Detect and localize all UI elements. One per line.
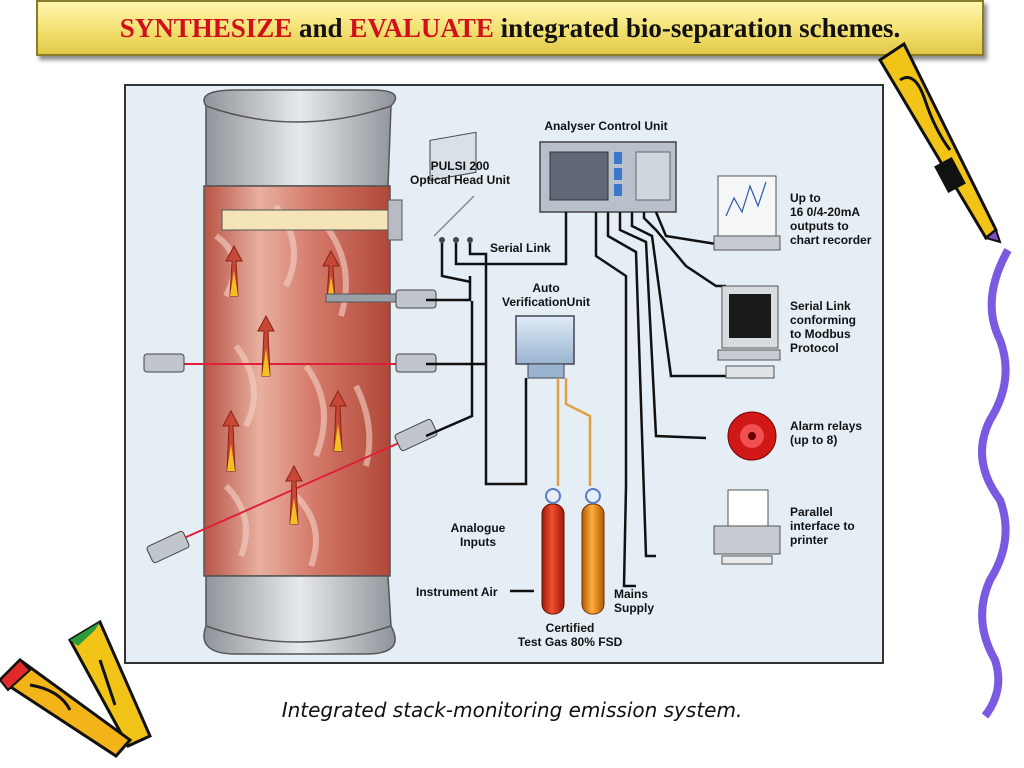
- title-synthesize: SYNTHESIZE: [119, 12, 293, 43]
- title-rest: integrated bio-separation schemes.: [493, 12, 901, 43]
- label-auto-verification-2: VerificationUnit: [502, 295, 590, 309]
- label-printer-2: interface to: [790, 519, 855, 533]
- optical-probe: [221, 199, 403, 303]
- label-outputs-1: Up to: [790, 191, 821, 205]
- label-mains-2: Supply: [614, 601, 654, 615]
- analyser-control-unit: [539, 141, 677, 213]
- label-optical-head-2: Optical Head Unit: [410, 173, 510, 187]
- label-modbus-4: Protocol: [790, 341, 839, 355]
- diagram-canvas: Analyser Control Unit PULSI 200 Optical …: [143, 89, 872, 655]
- label-alarm-2: (up to 8): [790, 433, 837, 447]
- wavy-border-icon: [978, 248, 1012, 719]
- label-analogue-2: Inputs: [460, 535, 496, 549]
- diagram-caption: Integrated stack-monitoring emission sys…: [281, 698, 743, 722]
- label-alarm-1: Alarm relays: [790, 419, 862, 433]
- label-modbus-1: Serial Link: [790, 299, 851, 313]
- label-printer-1: Parallel: [790, 505, 833, 519]
- label-analogue-1: Analogue: [451, 521, 506, 535]
- side-sensors: [143, 289, 438, 564]
- gas-cylinders: [541, 378, 605, 615]
- label-outputs-2: 16 0/4-20mA: [790, 205, 860, 219]
- label-outputs-3: outputs to: [790, 219, 849, 233]
- crayon-top-right-icon: [877, 41, 1002, 244]
- label-modbus-3: to Modbus: [790, 327, 851, 341]
- printer: [713, 489, 781, 565]
- cables: [425, 211, 726, 593]
- alarm-bell: [727, 411, 777, 461]
- auto-verification-unit: [515, 315, 575, 379]
- optical-head-unit: [429, 131, 477, 243]
- title-and: and: [292, 12, 350, 43]
- title-evaluate: EVALUATE: [349, 12, 494, 43]
- label-optical-head-1: PULSI 200: [431, 159, 490, 173]
- label-certified-2: Test Gas 80% FSD: [518, 635, 623, 649]
- label-modbus-2: conforming: [790, 313, 856, 327]
- monitor: [717, 285, 781, 379]
- label-mains-1: Mains: [614, 587, 648, 601]
- label-auto-verification-1: Auto: [532, 281, 559, 295]
- slide-title: SYNTHESIZE and EVALUATE integrated bio-s…: [36, 0, 984, 56]
- label-serial-link: Serial Link: [490, 241, 551, 255]
- label-outputs-4: chart recorder: [790, 233, 872, 247]
- label-analyser-control-unit: Analyser Control Unit: [544, 119, 667, 133]
- stack-monitoring-diagram: Analyser Control Unit PULSI 200 Optical …: [124, 84, 884, 664]
- label-printer-3: printer: [790, 533, 828, 547]
- label-certified-1: Certified: [546, 621, 595, 635]
- chart-recorder: [713, 175, 781, 251]
- label-instrument-air: Instrument Air: [416, 585, 498, 599]
- stack: [156, 89, 427, 655]
